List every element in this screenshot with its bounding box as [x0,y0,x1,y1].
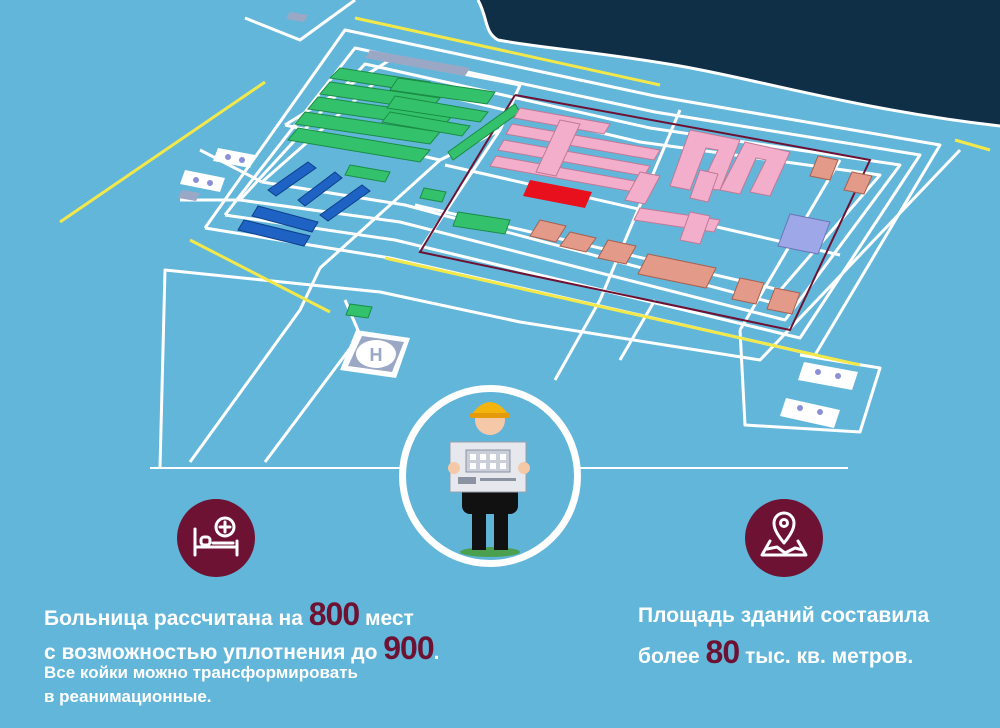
shore-line [476,0,1000,128]
fence-west [59,80,266,224]
fence-sw [189,238,331,314]
engineer-illustration [399,385,581,567]
road-ring-2 [223,46,922,340]
right-text-line2: более 80 тыс. кв. метров. [638,634,913,671]
road-left-spur-2 [199,148,263,184]
left-text-line4: в реанимационные. [44,687,212,706]
left-line2-pre: с возможностью уплотнения до [44,641,384,664]
road-ring-3 [238,62,902,322]
divider-right [578,467,848,469]
left-line2-post: . [433,641,440,664]
road-north [244,0,356,42]
zone-boundary [418,94,872,332]
area-value: 80 [705,634,741,670]
hospital-bed-icon [177,499,255,577]
building-lavender [777,213,831,255]
road-south-3 [553,299,602,381]
right-text-line1: Площадь зданий составила [638,604,930,627]
water-area [478,0,1000,126]
hospital-site-plan: H [59,0,1000,469]
road-cross-1 [318,158,442,270]
left-text-line1: Больница рассчитана на 800 мест [44,596,414,633]
left-text-line2: с возможностью уплотнения до 900. [44,630,439,667]
left-line1-post: мест [359,607,414,630]
building-red [523,180,592,208]
fence-east [954,138,991,152]
left-text-line3: Все койки можно трансформировать [44,663,358,682]
road-cross-3 [598,109,682,301]
right-line2-pre: более [638,645,706,668]
road-south-4 [618,299,657,361]
divider-left [150,467,400,469]
road-south-2 [263,299,362,463]
building-gray [365,50,470,76]
beds-max-count: 900 [383,630,434,666]
right-line2-post: тыс. кв. метров. [739,645,914,668]
svg-text:H: H [370,345,383,365]
beds-count: 800 [308,596,360,632]
road-south-1 [188,267,322,463]
left-line1-pre: Больница рассчитана на [44,607,309,630]
fence-north [354,16,661,87]
fence-south [384,256,861,367]
helipad: H [340,330,410,378]
map-location-icon [745,499,823,577]
